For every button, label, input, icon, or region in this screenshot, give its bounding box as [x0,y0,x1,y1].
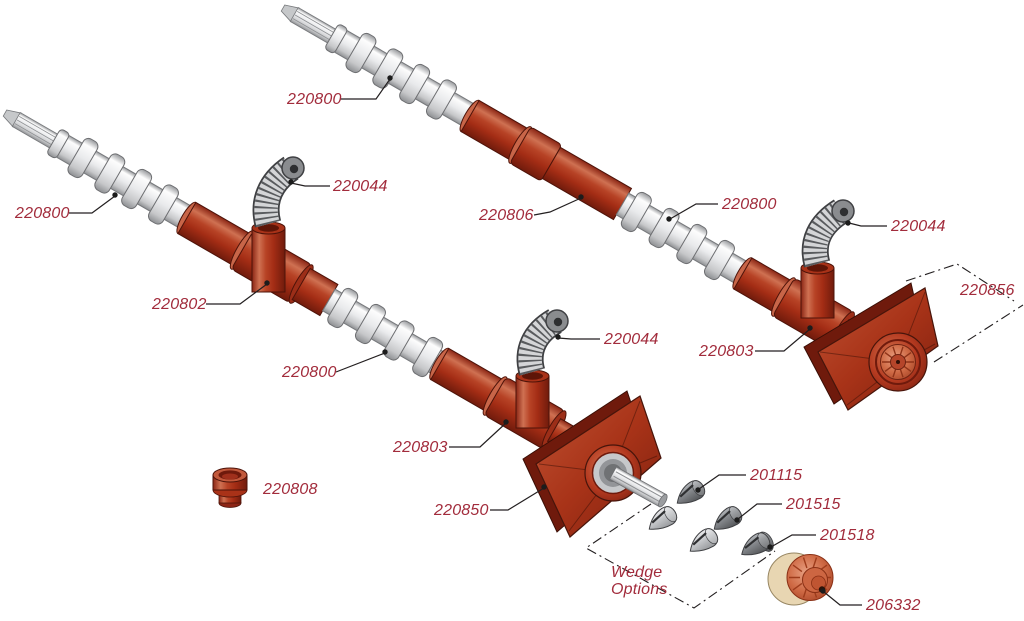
wedge-plain [683,524,723,560]
lower-assembly [2,109,668,538]
part-label-201115-wedge: 201115 [750,467,803,484]
part-label-220808-bushing: 220808 [263,481,318,498]
part-label-220044-lower-right: 220044 [604,331,659,348]
part-label-220800-upper-right: 220800 [722,196,777,213]
tee-connector [176,201,339,317]
cable-icon [280,4,343,47]
part-label-206332-cap: 206332 [866,597,921,614]
part-label-220800-lower-mid: 220800 [282,364,337,381]
part-label-220856-upper-right: 220856 [960,282,1015,299]
part-label-220803-lower: 220803 [393,439,448,456]
part-label-220802-lower: 220802 [152,296,207,313]
lower-flex-conduit [516,309,569,376]
rosette-spokes [882,346,914,378]
upper-tee-branch [800,261,835,319]
wedge-plain [642,502,682,538]
upper-flange-terminal [803,282,939,411]
leader-lines [69,78,887,606]
part-label-201515-wedge: 201515 [786,496,841,513]
part-label-220850-flange: 220850 [434,502,489,519]
wedge-201115 [670,476,710,512]
part-label-201518-wedge: 201518 [820,527,875,544]
lower-assembly-shaft [2,109,610,470]
assembly-ref-line [933,304,1024,363]
dash-dot-lines [584,263,1024,609]
wedge-options-bracket [584,503,776,609]
upper-assembly [280,4,939,411]
part-label-220800-lower-left: 220800 [15,205,70,222]
coupling-sleeve [459,99,633,221]
part-label-220044-upper-right: 220044 [891,218,946,235]
lower-flange-terminal [522,390,668,538]
insulator-section [325,24,477,128]
retaining-cap-part [767,552,834,606]
bushing-part [212,467,248,508]
part-label-220800-upper-left: 220800 [287,91,342,108]
part-label-220803-upper: 220803 [699,343,754,360]
wedge-group [642,476,774,563]
wedge-options-label: Wedge Options [611,564,668,598]
leader-dots [112,75,851,594]
part-label-220806-upper: 220806 [479,207,534,224]
insulator-section [321,287,447,378]
part-label-220044-lower-mid: 220044 [333,178,388,195]
cable-stub-icon [609,466,668,508]
lower-flex-conduit [252,156,305,228]
lower-tee-branch [515,369,550,429]
upper-flex-conduit [801,199,855,268]
